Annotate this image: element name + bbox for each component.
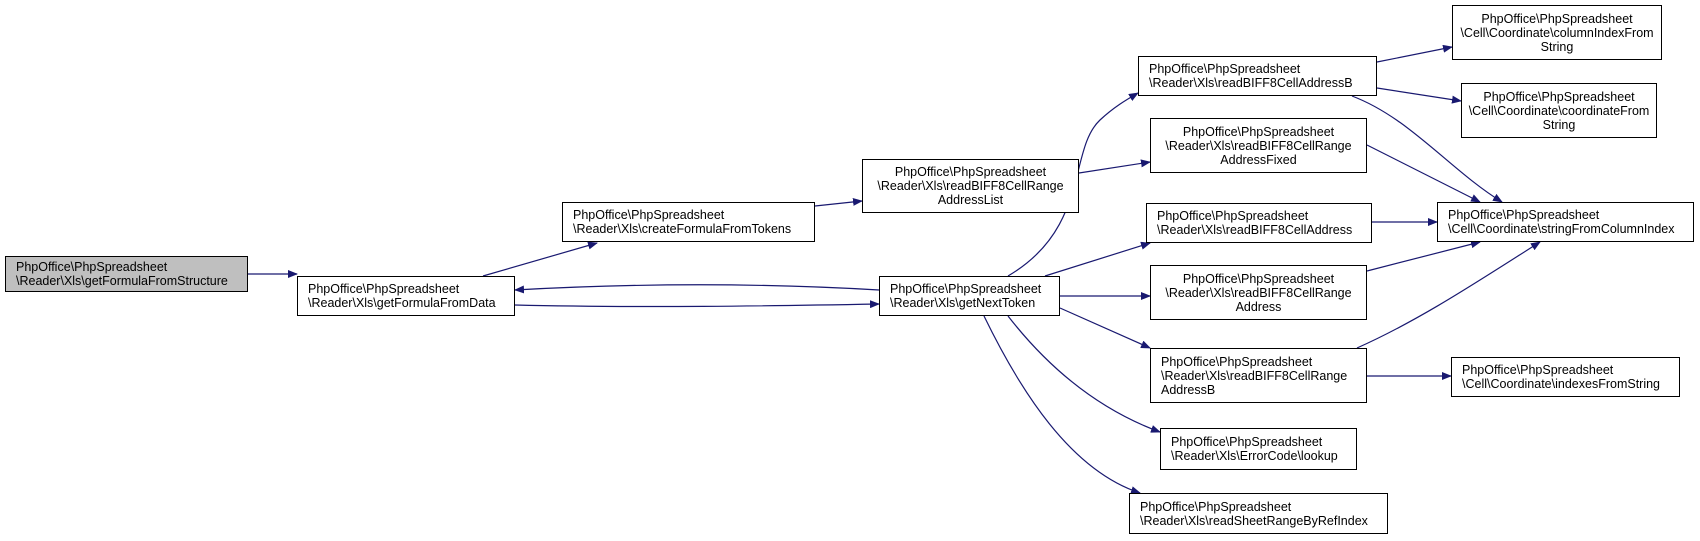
- edge-n6-to-n14: [1366, 144, 1481, 203]
- node-label-line: \Reader\Xls\getNextToken: [890, 296, 1036, 310]
- node-label-line: \Reader\Xls\readBIFF8CellAddress: [1157, 223, 1353, 237]
- node-label-line: PhpOffice\PhpSpreadsheet: [16, 260, 168, 274]
- edge-n3-to-n1: [514, 284, 880, 294]
- node-label-line: \Reader\Xls\readBIFF8CellRange: [877, 179, 1064, 193]
- edge-n5-to-n14: [1351, 95, 1503, 203]
- node-label-line: \Cell\Coordinate\stringFromColumnIndex: [1448, 222, 1675, 236]
- node-indexes-from-string[interactable]: PhpOffice\PhpSpreadsheet \Cell\Coordinat…: [1451, 357, 1680, 397]
- node-label-line: String: [1540, 39, 1574, 54]
- edge-n3-to-n9: [1059, 307, 1151, 349]
- edge-n3-to-n5: [1007, 92, 1139, 277]
- node-label-line: AddressB: [1161, 382, 1216, 397]
- edge-n1-to-n2: [482, 241, 598, 277]
- node-label-line: PhpOffice\PhpSpreadsheet: [1140, 499, 1292, 514]
- edge-n9-to-n14: [1356, 241, 1541, 349]
- node-label-line: PhpOffice\PhpSpreadsheet: [308, 282, 460, 296]
- node-get-formula-from-data[interactable]: PhpOffice\PhpSpreadsheet \Reader\Xls\get…: [297, 276, 515, 316]
- node-label-line: \Cell\Coordinate\coordinateFrom: [1468, 103, 1650, 118]
- edge-n1-to-n3: [514, 300, 880, 309]
- node-string-from-column-index[interactable]: PhpOffice\PhpSpreadsheet \Cell\Coordinat…: [1437, 202, 1694, 242]
- node-label-line: \Cell\Coordinate\columnIndexFrom: [1460, 25, 1654, 40]
- edge-n5-to-n13: [1376, 87, 1462, 104]
- node-read-biff8-cell-range-address-list[interactable]: PhpOffice\PhpSpreadsheet \Reader\Xls\rea…: [862, 159, 1079, 213]
- node-get-next-token[interactable]: PhpOffice\PhpSpreadsheet \Reader\Xls\get…: [879, 276, 1060, 316]
- node-label-line: \Cell\Coordinate\indexesFromString: [1462, 377, 1661, 391]
- node-label-line: PhpOffice\PhpSpreadsheet: [890, 282, 1042, 296]
- node-label-line: PhpOffice\PhpSpreadsheet: [1161, 354, 1313, 369]
- node-label-line: PhpOffice\PhpSpreadsheet: [1149, 62, 1301, 76]
- node-label-line: \Reader\Xls\readBIFF8CellRange: [1165, 285, 1352, 300]
- node-label-line: PhpOffice\PhpSpreadsheet: [1182, 271, 1335, 286]
- node-label-line: \Reader\Xls\readBIFF8CellRange: [1165, 138, 1352, 153]
- node-read-biff8-cell-address-b[interactable]: PhpOffice\PhpSpreadsheet \Reader\Xls\rea…: [1138, 56, 1377, 96]
- node-label-line: \Reader\Xls\createFormulaFromTokens: [573, 222, 792, 236]
- node-label-line: AddressList: [937, 193, 1004, 207]
- node-label-line: String: [1542, 117, 1576, 132]
- node-label-line: PhpOffice\PhpSpreadsheet: [1462, 363, 1614, 377]
- node-label-line: PhpOffice\PhpSpreadsheet: [894, 165, 1047, 179]
- node-read-biff8-cell-range-address[interactable]: PhpOffice\PhpSpreadsheet \Reader\Xls\rea…: [1150, 265, 1367, 320]
- node-label-line: \Reader\Xls\ErrorCode\lookup: [1171, 449, 1338, 463]
- node-error-code-lookup[interactable]: PhpOffice\PhpSpreadsheet \Reader\Xls\Err…: [1160, 428, 1357, 470]
- node-label-line: AddressFixed: [1220, 152, 1297, 167]
- node-coordinate-from-string[interactable]: PhpOffice\PhpSpreadsheet \Cell\Coordinat…: [1461, 83, 1657, 138]
- node-column-index-from-string[interactable]: PhpOffice\PhpSpreadsheet \Cell\Coordinat…: [1452, 5, 1662, 60]
- edge-n4-to-n6: [1078, 159, 1151, 174]
- edge-n2-to-n4: [814, 197, 863, 207]
- node-label-line: \Reader\Xls\readBIFF8CellAddressB: [1149, 76, 1353, 90]
- node-create-formula-from-tokens[interactable]: PhpOffice\PhpSpreadsheet \Reader\Xls\cre…: [562, 202, 815, 242]
- node-get-formula-from-structure[interactable]: PhpOffice\PhpSpreadsheet \Reader\Xls\get…: [5, 256, 248, 292]
- node-read-biff8-cell-range-address-b[interactable]: PhpOffice\PhpSpreadsheet \Reader\Xls\rea…: [1150, 348, 1367, 403]
- node-label-line: PhpOffice\PhpSpreadsheet: [573, 208, 725, 222]
- node-read-sheet-range-by-ref-index[interactable]: PhpOffice\PhpSpreadsheet \Reader\Xls\rea…: [1129, 493, 1388, 534]
- node-label-line: \Reader\Xls\getFormulaFromData: [308, 296, 496, 310]
- node-label-line: Address: [1235, 299, 1282, 314]
- node-label-line: PhpOffice\PhpSpreadsheet: [1483, 89, 1635, 104]
- node-label-line: PhpOffice\PhpSpreadsheet: [1448, 208, 1600, 222]
- edge-n8-to-n14: [1366, 240, 1481, 272]
- node-label-line: \Reader\Xls\readBIFF8CellRange: [1161, 368, 1348, 383]
- node-label-line: PhpOffice\PhpSpreadsheet: [1157, 209, 1309, 223]
- edge-n3-to-n11: [983, 315, 1141, 494]
- node-read-biff8-cell-address[interactable]: PhpOffice\PhpSpreadsheet \Reader\Xls\rea…: [1146, 203, 1372, 243]
- node-label-line: \Reader\Xls\readSheetRangeByRefIndex: [1140, 513, 1368, 528]
- edge-n3-to-n7: [1044, 241, 1151, 277]
- edge-n3-to-n10: [1007, 315, 1161, 433]
- node-read-biff8-cell-range-address-fixed[interactable]: PhpOffice\PhpSpreadsheet \Reader\Xls\rea…: [1150, 118, 1367, 173]
- node-label-line: PhpOffice\PhpSpreadsheet: [1171, 435, 1323, 449]
- node-label-line: PhpOffice\PhpSpreadsheet: [1481, 11, 1633, 26]
- edge-n5-to-n12: [1376, 44, 1453, 63]
- node-label-line: \Reader\Xls\getFormulaFromStructure: [16, 274, 228, 288]
- node-label-line: PhpOffice\PhpSpreadsheet: [1182, 124, 1335, 139]
